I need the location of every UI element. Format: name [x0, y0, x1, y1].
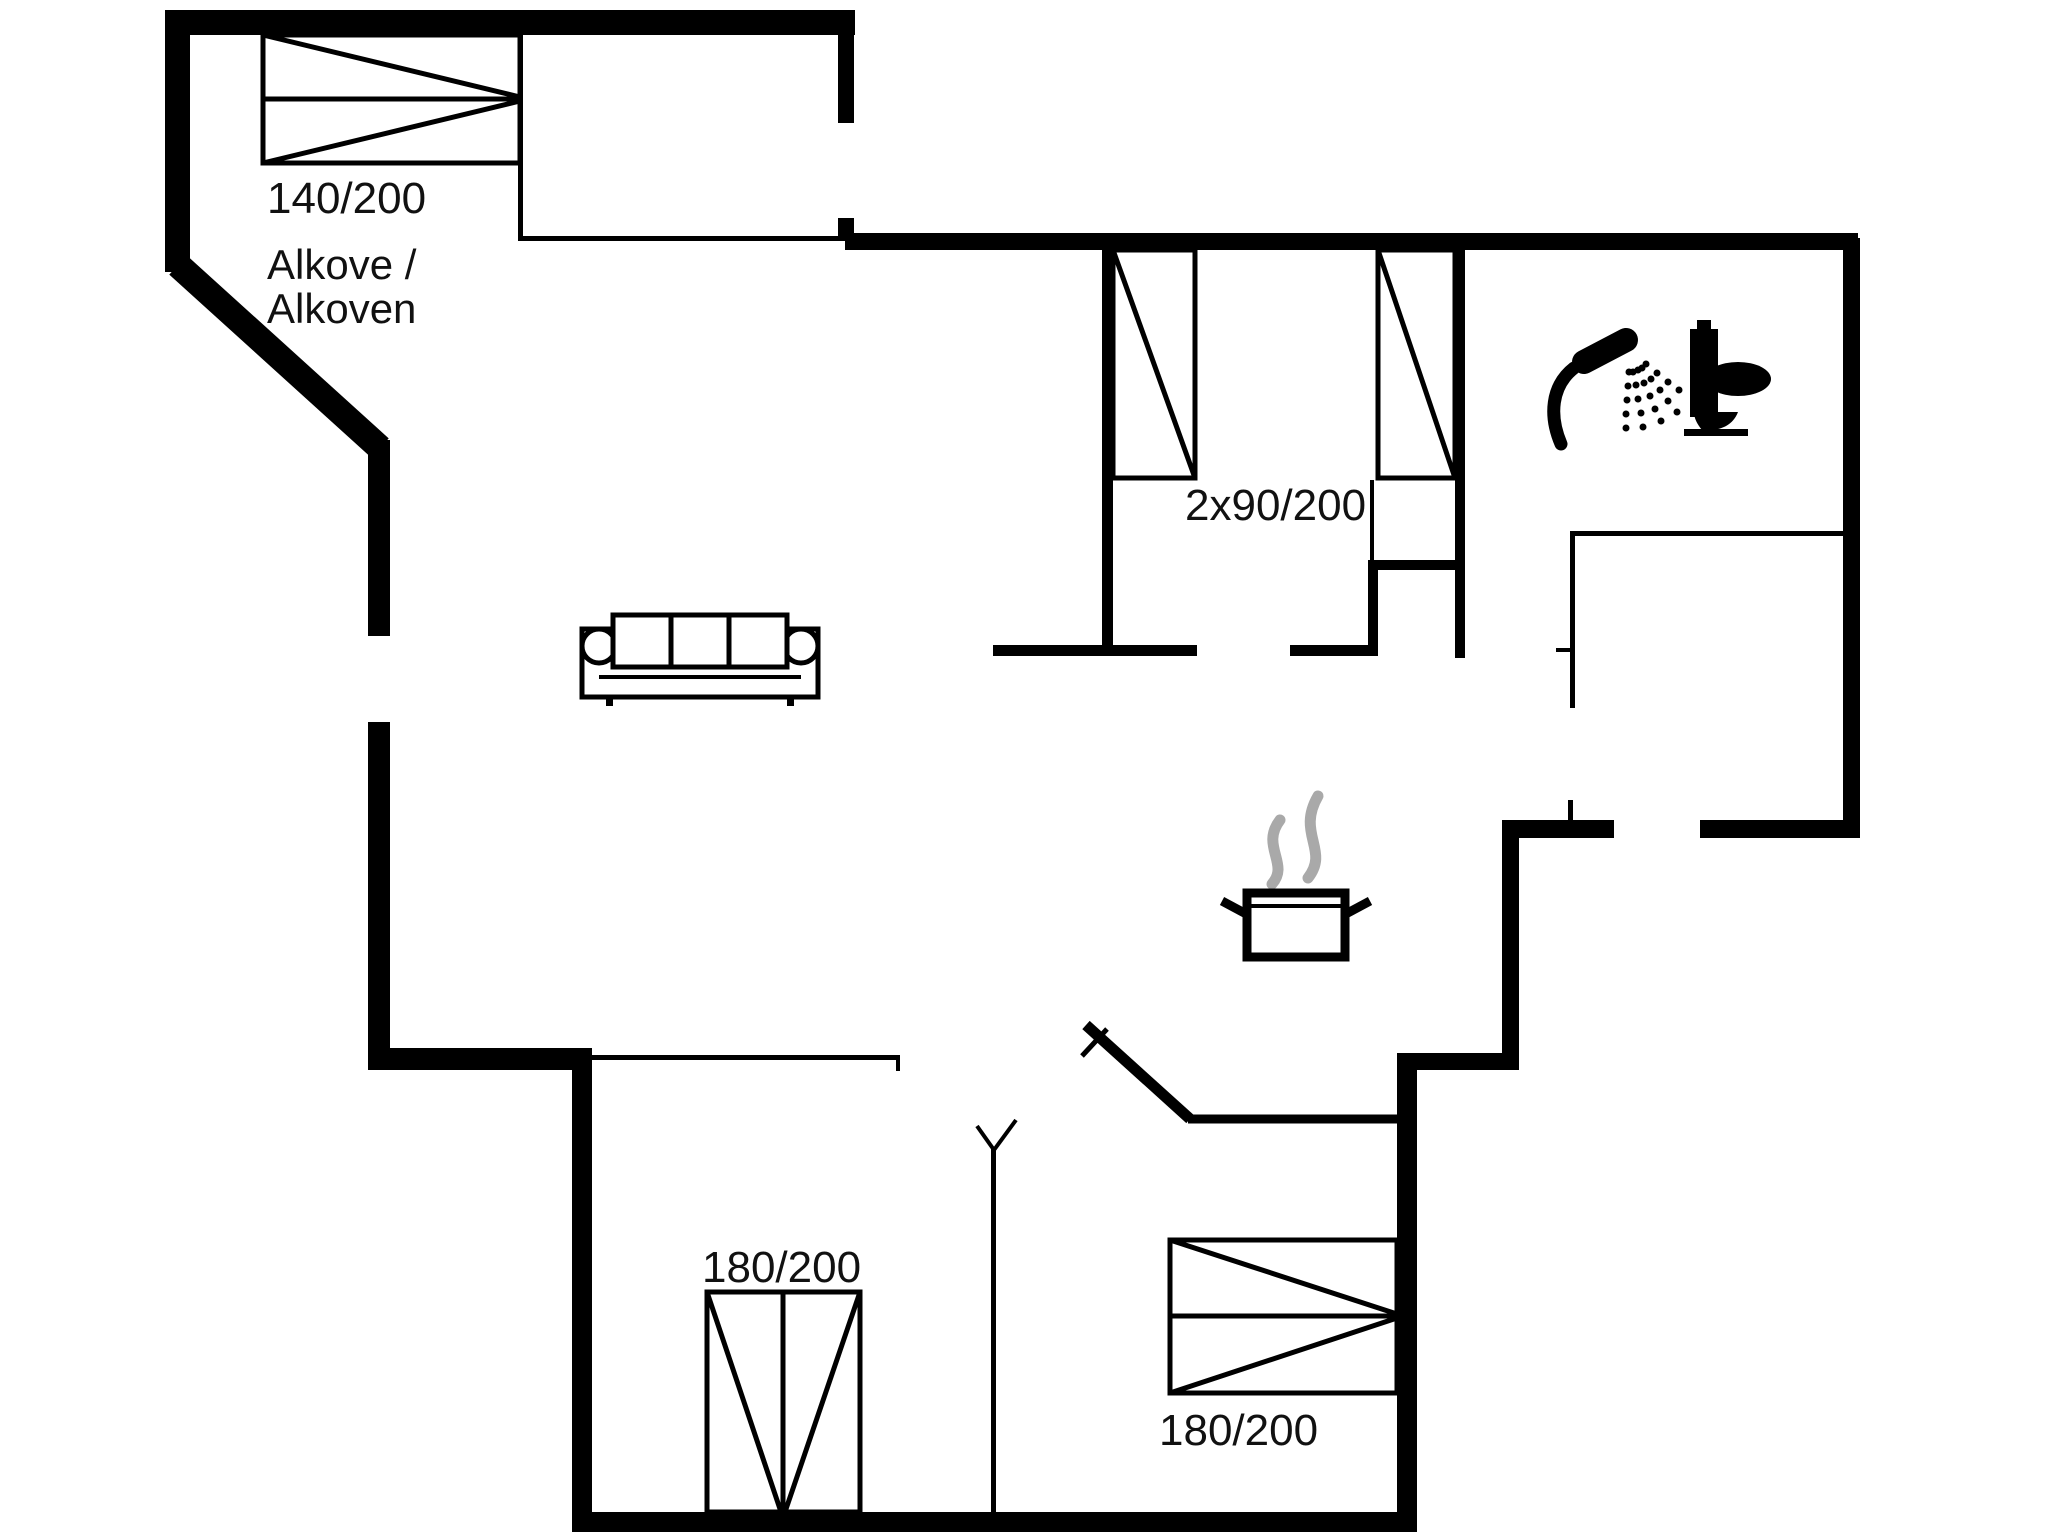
wall-left-mid	[368, 440, 390, 636]
shower-spray	[1622, 360, 1683, 432]
sofa-back-cushions	[610, 612, 790, 670]
door-swing-tick-left	[975, 1124, 996, 1152]
partition-bed-niche	[1370, 480, 1374, 562]
door-swing-tick-right	[992, 1118, 1018, 1152]
wall-hall-north-east	[1290, 645, 1378, 656]
wall-southeast-horizontal	[1397, 1053, 1519, 1070]
wall-right-outer	[1843, 238, 1860, 838]
toilet-base	[1684, 429, 1748, 436]
bed-diagonal-top	[1169, 1237, 1398, 1317]
alcove-bed-size-label: 140/200	[267, 174, 426, 223]
door-tick-entry	[1568, 800, 1573, 820]
wall-kitchen-right	[1502, 825, 1519, 1070]
door-tick-diagonal	[1080, 1027, 1109, 1058]
southeast-bed-size-label: 180/200	[1159, 1406, 1318, 1455]
wall-west-lower	[572, 1048, 592, 1532]
wall-top-outer	[165, 10, 855, 35]
sofa-foot-left	[606, 697, 613, 706]
cooking-pot-icon	[1219, 790, 1373, 962]
wall-left-lower	[368, 722, 390, 1068]
bed-diagonal-bottom	[262, 98, 521, 166]
door-tick-innerroom	[1556, 648, 1572, 652]
wall-left-upper	[165, 10, 190, 272]
partition-bath-south	[1572, 531, 1847, 536]
twin-bed-left-icon	[1110, 247, 1198, 481]
twin-beds-size-label: 2x90/200	[1185, 481, 1366, 530]
bed-diagonal-bottom	[1169, 1315, 1398, 1396]
toilet-button	[1697, 320, 1711, 330]
steam-icon	[1302, 790, 1324, 884]
bed-diagonal-left	[704, 1291, 784, 1513]
wall-top-right-outer	[845, 233, 1858, 250]
toilet-pedestal	[1694, 412, 1738, 430]
bed-diagonal	[1375, 249, 1458, 479]
partition-swbedroom-north	[585, 1055, 900, 1060]
shower-icon	[1547, 328, 1683, 451]
wall-bedroom-west	[1102, 240, 1113, 655]
wall-entry-east	[1700, 820, 1858, 838]
shower-head	[1572, 328, 1638, 374]
southwest-bed-size-label: 180/200	[702, 1243, 861, 1292]
wall-hall-north-west	[993, 645, 1197, 656]
steam-icon	[1266, 814, 1286, 890]
partition-alcove-horizontal	[518, 236, 845, 241]
toilet-icon	[1684, 320, 1771, 436]
wall-southwest-horizontal	[368, 1048, 592, 1070]
alcove-name-line2: Alkoven	[267, 285, 416, 332]
alcove-bed-icon	[260, 32, 523, 166]
wall-angled	[169, 255, 389, 458]
wall-southeast-vertical	[1397, 1056, 1417, 1532]
wall-kitchen-diagonal	[1082, 1020, 1194, 1124]
door-tick-swbedroom	[896, 1055, 900, 1071]
alcove-name-line1: Alkove /	[267, 241, 417, 288]
partition-innerroom-west	[1570, 531, 1575, 708]
wall-entry-west	[1502, 820, 1614, 838]
wall-bedroom-east	[1455, 240, 1465, 658]
sofa-icon	[579, 612, 821, 706]
wall-kitchen-jog-horizontal	[1368, 560, 1465, 570]
wall-bottom-outer	[572, 1512, 1417, 1532]
wall-stub-upper	[838, 35, 854, 123]
wall-kitchen-jog-vertical	[1368, 560, 1378, 656]
partition-swbedroom-east	[991, 1147, 996, 1520]
twin-bed-right-icon	[1375, 247, 1458, 481]
shower-hose	[1547, 361, 1581, 451]
southwest-bed-icon	[704, 1289, 863, 1515]
walls	[165, 10, 1860, 1532]
wall-stub-lower	[838, 218, 854, 238]
southeast-bed-icon	[1167, 1237, 1400, 1396]
bed-diagonal-top	[262, 32, 521, 100]
toilet-seat	[1705, 362, 1771, 396]
pot-body	[1242, 888, 1350, 962]
bed-diagonal	[1110, 249, 1198, 479]
sofa-foot-right	[787, 697, 794, 706]
bed-diagonal-right	[782, 1291, 863, 1513]
